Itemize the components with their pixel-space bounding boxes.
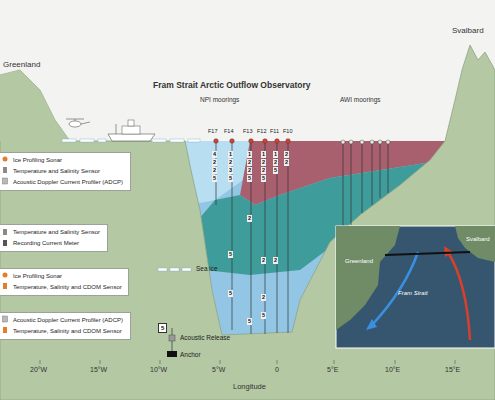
axis-tick-label: 10°E xyxy=(385,366,400,373)
legend-text: Anchor xyxy=(180,351,201,358)
instrument-key-box: Ice Profiling SonarTemperature, Salinity… xyxy=(0,268,129,296)
instrument-number: 5 xyxy=(261,175,266,182)
axis-tick-label: 5°E xyxy=(327,366,338,373)
instrument-number: 5 xyxy=(228,290,233,297)
instrument-key-box: Ice Profiling SonarTemperature and Salin… xyxy=(0,152,131,191)
instrument-number: 5 xyxy=(247,318,252,325)
instrument-number: 2 xyxy=(247,159,252,166)
instrument-name: Ice Profiling Sonar xyxy=(13,271,123,282)
instrument-number: 1 xyxy=(261,151,266,158)
instrument-number: 5 xyxy=(228,175,233,182)
instrument-key-box: Temperature and Salinity SensorRecording… xyxy=(0,224,108,252)
instrument-number: 1 xyxy=(247,151,252,158)
instrument-number: 2 xyxy=(273,257,278,264)
instrument-number: 5 xyxy=(261,312,266,319)
mooring-id: F10 xyxy=(283,128,292,134)
map-label: Fram Strait xyxy=(398,290,428,296)
instrument-number: 1 xyxy=(228,151,233,158)
axis-tick-label: 10°W xyxy=(150,366,167,373)
instrument-name: Temperature and Salinity Sensor xyxy=(13,166,125,177)
landmass-label: Greenland xyxy=(3,60,40,69)
instrument-name: Recording Current Meter xyxy=(13,238,102,249)
axis-tick-label: 20°W xyxy=(30,366,47,373)
axis-tick-label: 15°W xyxy=(90,366,107,373)
mooring-group-label: NPI moorings xyxy=(200,96,239,103)
diagram-title: Fram Strait Arctic Outflow Observatory xyxy=(153,80,310,90)
mooring-id: F12 xyxy=(257,128,266,134)
instrument-number: 2 xyxy=(247,167,252,174)
instrument-number: 2 xyxy=(273,159,278,166)
instrument-number: 1 xyxy=(273,151,278,158)
instrument-name: Acoustic Doppler Current Profiler (ADCP) xyxy=(13,315,125,326)
instrument-number: 2 xyxy=(261,257,266,264)
ship xyxy=(108,120,155,141)
instrument-number: 2 xyxy=(261,159,266,166)
mooring-id: F11 xyxy=(270,128,279,134)
instrument-number: 5 xyxy=(273,167,278,174)
instrument-key-box: Acoustic Doppler Current Profiler (ADCP)… xyxy=(0,312,131,340)
instrument-number: 2 xyxy=(228,159,233,166)
legend-text: Acoustic Release xyxy=(180,334,230,341)
axis-title: Longitude xyxy=(233,382,266,391)
instrument-number: 5 xyxy=(247,175,252,182)
map-label: Greenland xyxy=(345,258,373,264)
instrument-name: Acoustic Doppler Current Profiler (ADCP) xyxy=(13,177,125,188)
instrument-number: 3 xyxy=(228,167,233,174)
axis-tick-label: 5°W xyxy=(212,366,225,373)
instrument-name: Ice Profiling Sonar xyxy=(13,155,125,166)
mooring-id: F17 xyxy=(208,128,217,134)
instrument-number: 2 xyxy=(247,215,252,222)
instrument-number: 2 xyxy=(261,167,266,174)
legend-text: Sea ice xyxy=(196,265,218,272)
instrument-name: Temperature and Salinity Sensor xyxy=(13,227,102,238)
instrument-number: 5 xyxy=(212,175,217,182)
axis-tick-label: 15°E xyxy=(445,366,460,373)
instrument-number: 5 xyxy=(228,251,233,258)
landmass-label: Svalbard xyxy=(452,26,484,35)
instrument-name: Temperature, Salinity and CDOM Sensor xyxy=(13,282,123,293)
instrument-number: 4 xyxy=(212,151,217,158)
instrument-name: Temperature, Salinity and CDOM Sensor xyxy=(13,326,125,337)
legend-number: 5 xyxy=(158,323,167,333)
mooring-id: F14 xyxy=(224,128,233,134)
map-label: Svalbard xyxy=(466,236,490,242)
instrument-number: 2 xyxy=(284,159,289,166)
axis-tick-label: 0 xyxy=(275,366,279,373)
instrument-number: 2 xyxy=(212,159,217,166)
mooring-id: F13 xyxy=(243,128,252,134)
instrument-number: 2 xyxy=(212,167,217,174)
instrument-number: 2 xyxy=(261,294,266,301)
mooring-group-label: AWI moorings xyxy=(340,96,381,103)
instrument-number: 2 xyxy=(284,151,289,158)
